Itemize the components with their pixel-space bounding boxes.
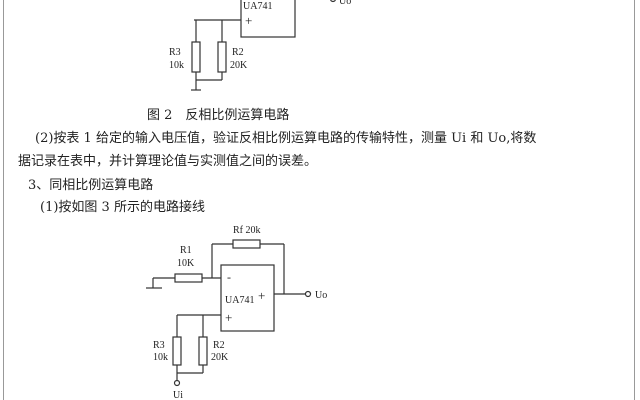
supply-sign: + xyxy=(258,288,265,303)
opamp xyxy=(220,264,275,332)
rf-name: Rf xyxy=(233,225,244,236)
r1-value: 10K xyxy=(177,258,195,269)
resistor-rf xyxy=(232,239,261,249)
input-label: Ui xyxy=(173,390,183,400)
minus-sign: - xyxy=(227,270,231,284)
r2-name: R2 xyxy=(213,340,225,351)
resistor-r2 xyxy=(198,336,208,366)
rf-label: Rf 20k xyxy=(233,225,261,236)
figure-3-circuit: Rf 20k R1 10K - UA741 + + Uo R3 10k R2 2… xyxy=(146,225,327,400)
output-label: Uo xyxy=(339,0,351,7)
figure-2-circuit: UA741 + Uo R3 10k R2 20K xyxy=(169,0,351,91)
r3-name: R3 xyxy=(169,47,181,58)
r3-value: 10k xyxy=(169,60,184,71)
output-label: Uo xyxy=(315,290,327,301)
opamp-label: UA741 xyxy=(225,295,254,306)
r1-name: R1 xyxy=(180,245,192,256)
figure-2-caption: 图 2 反相比例运算电路 xyxy=(147,108,290,123)
resistor-r3 xyxy=(172,336,182,366)
r2-name: R2 xyxy=(232,47,244,58)
resistor-r2 xyxy=(217,41,227,73)
paragraph: (2)按表 1 给定的输入电压值，验证反相比例运算电路的传输特性，测量 Ui 和… xyxy=(35,131,537,146)
r2-value: 20K xyxy=(211,352,229,363)
paragraph: (1)按如图 3 所示的电路接线 xyxy=(40,200,205,215)
r3-name: R3 xyxy=(153,340,165,351)
plus-sign: + xyxy=(245,13,252,28)
r3-value: 10k xyxy=(153,352,168,363)
opamp xyxy=(240,0,296,38)
resistor-r3 xyxy=(191,41,201,73)
rf-value: 20k xyxy=(246,225,261,236)
page-border xyxy=(3,0,635,400)
resistor-r1 xyxy=(174,273,203,283)
section-heading: 3、同相比例运算电路 xyxy=(28,178,154,193)
opamp-label: UA741 xyxy=(243,1,272,12)
r2-value: 20K xyxy=(230,60,248,71)
plus-sign: + xyxy=(225,310,232,325)
paragraph: 据记录在表中，并计算理论值与实测值之间的误差。 xyxy=(18,154,318,169)
